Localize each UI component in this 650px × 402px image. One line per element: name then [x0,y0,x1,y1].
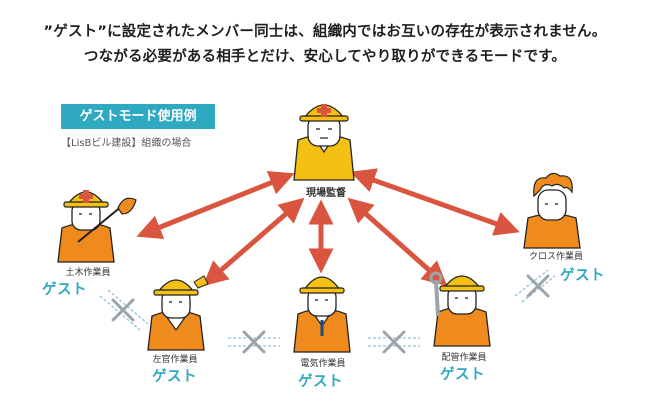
role-electric: 電気作業員 [300,359,346,369]
guest-label-electric: ゲスト [298,374,343,390]
arrow-plumbing [347,197,448,287]
cross-mark-4 [526,274,550,298]
cloth-worker-figure [523,172,581,249]
headline-line-2: つながる必要がある相手とだけ、安心してやり取りができるモードです。 [83,49,567,65]
dashed-link-4b [521,275,556,303]
role-plumbing: 配管作業員 [441,353,487,363]
cross-mark-3 [382,330,406,354]
role-plasterer: 左官作業員 [152,355,198,365]
civil-worker-figure [57,190,137,263]
arrow-civil [136,171,295,239]
guest-label-civil: ゲスト [42,282,87,298]
role-civil: 土木作業員 [65,268,111,278]
cross-mark-2 [242,330,266,354]
role-cloth: クロス作業員 [528,252,583,262]
arrow-plasterer [202,197,305,287]
plasterer-figure [147,275,209,351]
dashed-link-4 [514,269,549,297]
guest-label-cloth: ゲスト [560,268,605,284]
headline-line-1: ”ゲスト”に設定されたメンバー同士は、組織内ではお互いの存在が表示されません。 [43,24,607,40]
electrician-figure [293,276,351,353]
guest-label-plasterer: ゲスト [152,369,197,385]
cross-mark-1 [111,298,135,322]
arrow-cloth [350,168,520,236]
plumber-figure [429,271,491,347]
guest-label-plumbing: ゲスト [440,367,485,383]
supervisor-figure [293,104,355,181]
role-supervisor: 現場監督 [306,188,346,199]
example-tag: ゲストモード使用例 [61,104,215,129]
example-case: 【LisBビル建設】組織の場合 [61,138,192,149]
